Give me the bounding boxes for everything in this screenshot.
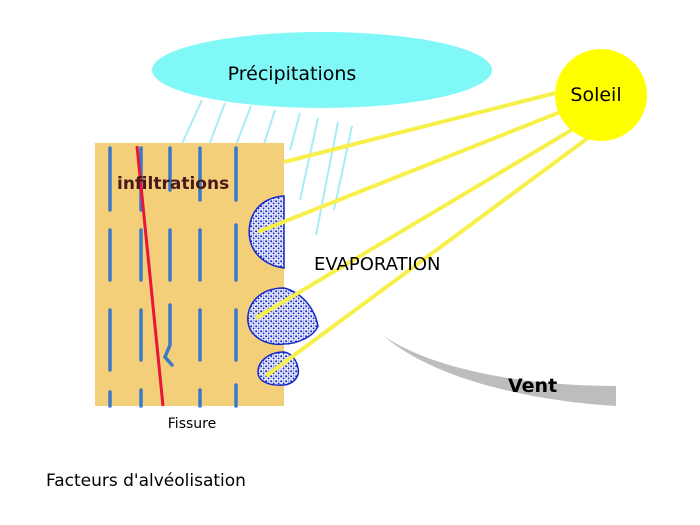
precipitations-label: Précipitations: [228, 63, 357, 85]
vent-label: Vent: [508, 375, 557, 397]
wind-icon: [384, 336, 616, 406]
infiltration-lines: [108, 146, 238, 408]
cloud-icon: [152, 32, 492, 108]
fissure-label: Fissure: [168, 416, 216, 432]
caption: Facteurs d'alvéolisation: [46, 471, 246, 491]
rain-lines: [179, 99, 353, 236]
infiltrations-label: infiltrations: [117, 174, 229, 194]
fissure-line: [135, 145, 165, 407]
rock-block: [95, 143, 284, 406]
evaporation-label: EVAPORATION: [314, 254, 441, 275]
soleil-label: Soleil: [570, 84, 621, 106]
sun-icon: [555, 49, 647, 141]
sun-rays: [254, 86, 594, 378]
